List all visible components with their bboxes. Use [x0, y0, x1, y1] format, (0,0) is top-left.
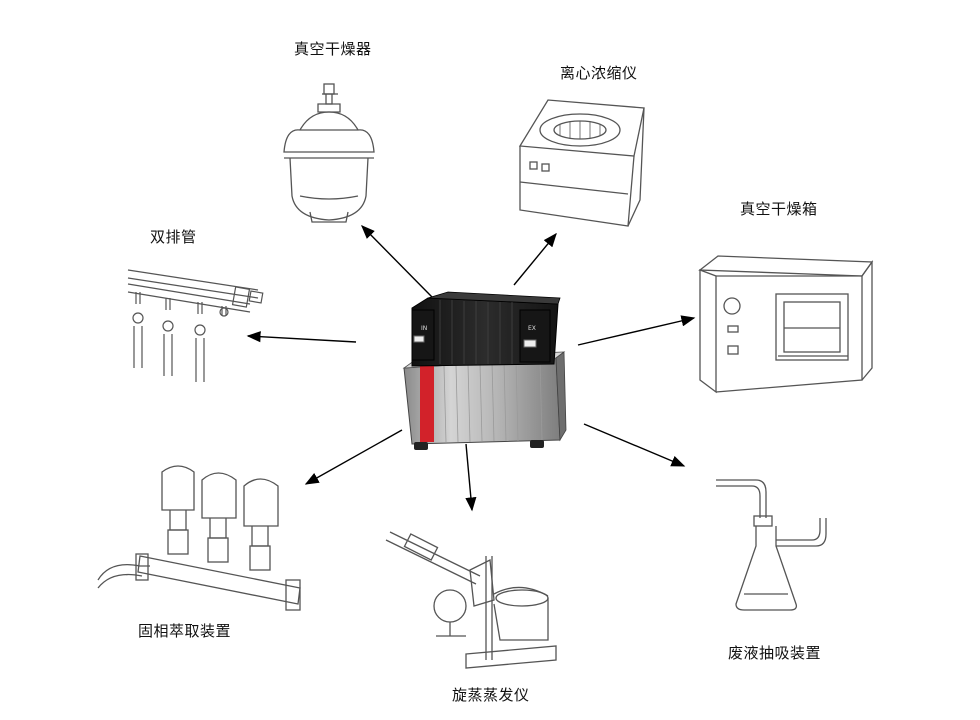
- vacuum-drying-oven-icon: [698, 255, 874, 394]
- arrow-to-rotary-evaporator: [465, 443, 477, 512]
- arrows: [246, 225, 696, 512]
- centrifugal-concentrator-icon: [518, 99, 645, 227]
- vacuum-pump-device: IN EX: [402, 291, 567, 450]
- arrow-to-waste-liquid-suction: [583, 423, 686, 467]
- arrow-to-solid-phase-extraction: [304, 429, 403, 485]
- red-front-panel: [420, 366, 434, 442]
- label-solid-phase-extraction: 固相萃取装置: [138, 622, 232, 640]
- exhaust-port: [523, 339, 537, 348]
- label-schlenk-line: 双排管: [150, 228, 197, 246]
- rotary-evaporator-icon: [385, 531, 557, 669]
- solid-phase-extraction-icon: [97, 465, 301, 611]
- label-centrifugal-concentrator: 离心浓缩仪: [560, 64, 638, 82]
- arrow-to-vacuum-drying-oven: [577, 315, 696, 346]
- schlenk-line-icon: [127, 269, 264, 382]
- label-vacuum-drying-oven: 真空干燥箱: [740, 200, 818, 218]
- vacuum-desiccator-icon: [283, 83, 375, 223]
- cooling-fins: [443, 358, 543, 443]
- waste-liquid-suction-icon: [716, 479, 827, 611]
- arrow-to-schlenk-line: [246, 331, 357, 343]
- label-vacuum-desiccator: 真空干燥器: [294, 40, 372, 58]
- arrow-to-vacuum-desiccator: [361, 225, 433, 298]
- label-waste-liquid-suction: 废液抽吸装置: [728, 644, 822, 662]
- arrow-to-centrifugal-concentrator: [513, 232, 557, 286]
- label-rotary-evaporator: 旋蒸蒸发仪: [452, 686, 530, 704]
- inlet-port: [413, 335, 425, 343]
- port-out-label: EX: [528, 325, 536, 332]
- port-in-label: IN: [421, 325, 427, 332]
